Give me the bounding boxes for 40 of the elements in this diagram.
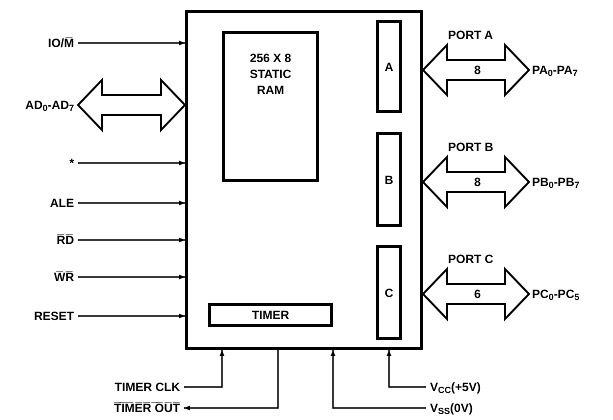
signal-arrow <box>78 160 185 166</box>
block-box: 256 X 8 STATIC RAM <box>222 31 319 182</box>
signal-label: PC$_{0}$-PC$_{5}$ <box>532 285 612 303</box>
bus-arrow <box>76 78 186 132</box>
signal-arrow <box>184 350 224 388</box>
bus-width-label: 6 <box>472 287 483 301</box>
signal-label: V$_{SS}$(0V) <box>430 399 512 417</box>
signal-arrow <box>78 274 185 280</box>
chip-outline <box>185 10 423 350</box>
signal-arrow <box>78 200 185 206</box>
signal-label: * <box>4 155 74 171</box>
signal-label: PA$_{0}$-PA$_{7}$ <box>532 61 612 79</box>
port-label: PORT B <box>448 140 494 154</box>
signal-label: ALE <box>4 195 74 211</box>
signal-arrow <box>184 350 279 410</box>
signal-label: W̅R̅ <box>4 269 74 285</box>
block-box: A <box>376 20 402 113</box>
signal-label: TIMER CLK <box>60 379 180 395</box>
bus-width-label: 8 <box>472 175 483 189</box>
signal-arrow <box>78 238 185 242</box>
signal-arrow <box>78 40 185 46</box>
signal-arrow <box>78 314 185 318</box>
signal-arrow <box>330 350 426 409</box>
signal-label: R̅D̅ <box>4 232 74 248</box>
signal-label: V$_{CC}$(+5V) <box>430 378 512 396</box>
bus-arrow <box>422 42 530 98</box>
port-label: PORT A <box>448 28 493 42</box>
signal-label: AD$_{0}$-AD$_{7}$ <box>0 96 74 114</box>
block-box: TIMER <box>208 303 333 327</box>
signal-label: T̅I̅M̅E̅R̅ ̅O̅U̅T̅ <box>60 400 180 416</box>
block-box: C <box>376 245 402 340</box>
bus-arrow <box>422 154 530 210</box>
signal-label: RESET <box>4 308 74 324</box>
signal-arrow <box>386 350 426 388</box>
bus-width-label: 8 <box>472 63 483 77</box>
bus-arrow <box>422 266 530 322</box>
block-box: B <box>376 132 402 227</box>
signal-label: PB$_{0}$-PB$_{7}$ <box>532 173 612 191</box>
port-label: PORT C <box>448 252 494 266</box>
signal-label: IO/M̅ <box>4 35 74 51</box>
